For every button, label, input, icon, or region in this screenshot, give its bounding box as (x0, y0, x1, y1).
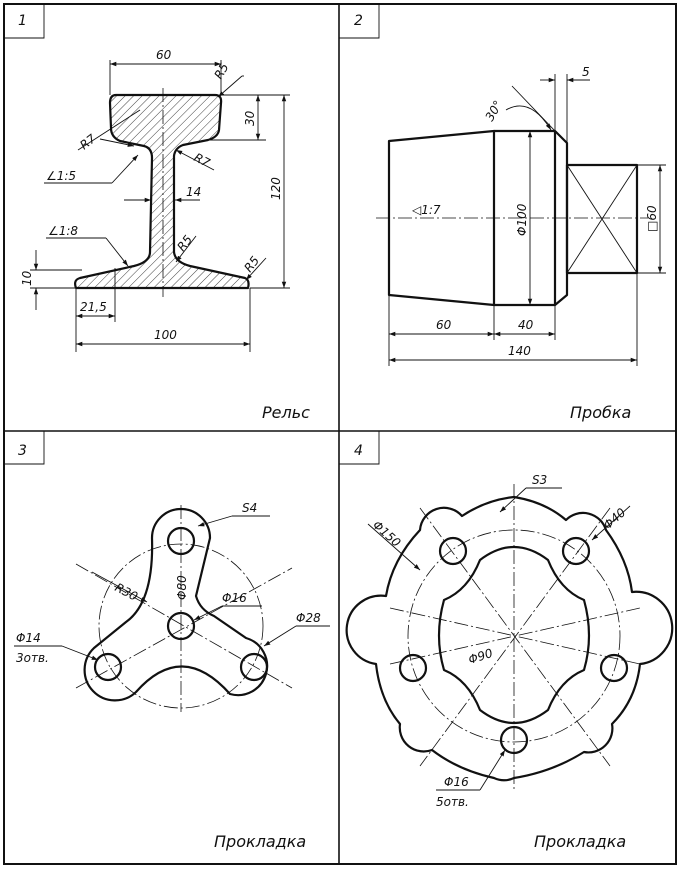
gasket4-hole-5 (499, 725, 529, 755)
gasket4-cutout (437, 546, 591, 724)
panel-1-number: 1 (18, 13, 27, 29)
panel-3-number-box: 3 (4, 431, 45, 465)
gasket4-dim-thickness: S3 (532, 473, 547, 487)
rail-dim-r-base: R5 (241, 254, 262, 275)
rail-dim-base-thickness: 10 (20, 270, 34, 286)
rail-dim-base-width: 100 (154, 328, 177, 342)
gasket3-outline (83, 507, 269, 702)
plug-dim-len-total: 140 (508, 344, 531, 358)
sheet-frame (3, 3, 677, 865)
plug-dim-len-a: 60 (436, 318, 452, 332)
plug-dim-angle: 30° (482, 98, 505, 123)
gasket3-dim-thickness: S4 (242, 501, 257, 515)
panel-4-number: 4 (354, 443, 363, 459)
rail-dim-slope-head: ∠1:5 (46, 169, 76, 183)
panel-2-number: 2 (354, 13, 363, 29)
panel-3-title: Прокладка (214, 832, 306, 851)
rail-dim-toe: 21,5 (80, 300, 107, 314)
plug-dim-chamfer: 5 (582, 65, 590, 79)
panel-2-number-box: 2 (339, 4, 380, 39)
gasket3-hole-right (239, 652, 269, 682)
gasket3-dim-holes-count: 3отв. (16, 651, 49, 665)
rail-dim-head-height: 30 (243, 110, 257, 126)
panel-1-number-box: 1 (4, 4, 45, 39)
rail-dim-r-left: R7 (77, 131, 98, 152)
rail-profile (74, 93, 250, 290)
rail-dim-web: 14 (186, 185, 201, 199)
gasket4-hole-4 (599, 653, 629, 683)
rail-dim-r-top: R5 (211, 61, 231, 82)
gasket3-hole-center (166, 611, 196, 641)
gasket4-dim-holes: Φ16 (444, 775, 469, 789)
gasket4-hole-2 (561, 536, 591, 566)
plug-dim-diameter: Φ100 (515, 203, 529, 236)
gasket4-dim-circle: Φ90 (467, 646, 495, 667)
panel-3-gasket: S4 R30 Φ80 Φ16 Φ28 Φ14 3отв. Прокладка (14, 501, 330, 851)
panel-4-title: Прокладка (534, 832, 626, 851)
gasket4-dim-outer: Φ150 (370, 518, 404, 550)
plug-dim-len-b: 40 (518, 318, 534, 332)
gasket3-dim-holes: Φ14 (16, 631, 41, 645)
panel-4-gasket: S3 Φ150 Φ40 Φ90 Φ16 5отв. Прокладка (345, 473, 674, 851)
gasket3-hole-top (166, 526, 196, 556)
panel-3-number: 3 (18, 443, 27, 459)
panel-1-rail: 60 R5 30 120 R7 ∠1:5 R7 14 ∠1:8 (20, 48, 310, 422)
panel-2-plug: 5 30° ◁1:7 Φ100 □60 60 40 140 Пробка (376, 65, 666, 422)
plug-dim-taper: ◁1:7 (411, 203, 441, 217)
rail-dim-r-right: R7 (192, 150, 213, 170)
rail-dim-top-width: 60 (156, 48, 172, 62)
panel-1-title: Рельс (262, 403, 310, 422)
gasket4-hole-3 (398, 653, 428, 683)
gasket3-dim-center-hole: Φ16 (222, 591, 247, 605)
plug-dim-square: □60 (645, 205, 659, 232)
gasket4-outline (345, 495, 674, 782)
gasket3-dim-boss: Φ28 (296, 611, 321, 625)
rail-dim-r-web: R5 (174, 233, 195, 254)
panel-2-title: Пробка (570, 403, 631, 422)
rail-dim-slope-base: ∠1:8 (48, 224, 78, 238)
gasket3-dim-circle: Φ80 (175, 575, 189, 600)
plug-square (565, 163, 639, 275)
panel-4-number-box: 4 (339, 431, 380, 465)
gasket3-hole-left (93, 652, 123, 682)
rail-dim-total-height: 120 (269, 177, 283, 200)
gasket4-hole-1 (438, 536, 468, 566)
gasket4-dim-holes-count: 5отв. (436, 795, 469, 809)
gasket3-dim-radius: R30 (113, 580, 141, 604)
